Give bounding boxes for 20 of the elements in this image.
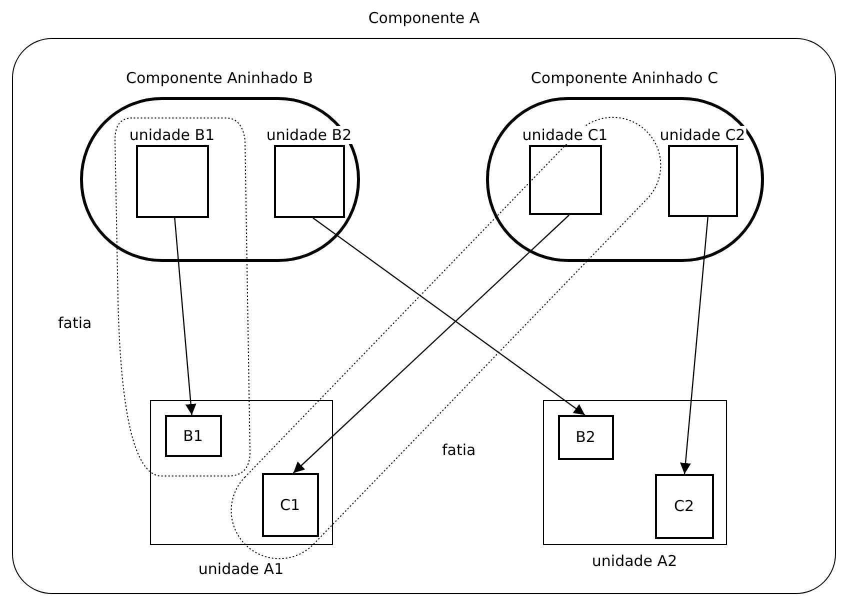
- component-label: unidade A2: [590, 552, 678, 570]
- component-label: unidade B2: [265, 126, 353, 144]
- component-label: unidade C1: [521, 126, 609, 144]
- arrow: [292, 214, 570, 474]
- arrow: [312, 218, 586, 416]
- component-label: Componente A: [367, 9, 481, 27]
- component-label: unidade B1: [128, 126, 216, 144]
- unit-label: C1: [278, 496, 302, 514]
- component-label: Componente Aninhado C: [530, 68, 720, 86]
- arrow: [680, 216, 708, 474]
- component-label: Componente Aninhado B: [125, 68, 314, 86]
- component-label: unidade C2: [658, 126, 746, 144]
- unit-box: [558, 414, 614, 460]
- unit-box: [262, 472, 318, 536]
- slice-label: fatia: [58, 314, 92, 332]
- unit-box: [164, 414, 222, 456]
- arrow: [174, 218, 196, 416]
- unit-box: [654, 474, 714, 538]
- slice-label: fatia: [442, 441, 476, 459]
- component-label: unidade A1: [197, 560, 285, 578]
